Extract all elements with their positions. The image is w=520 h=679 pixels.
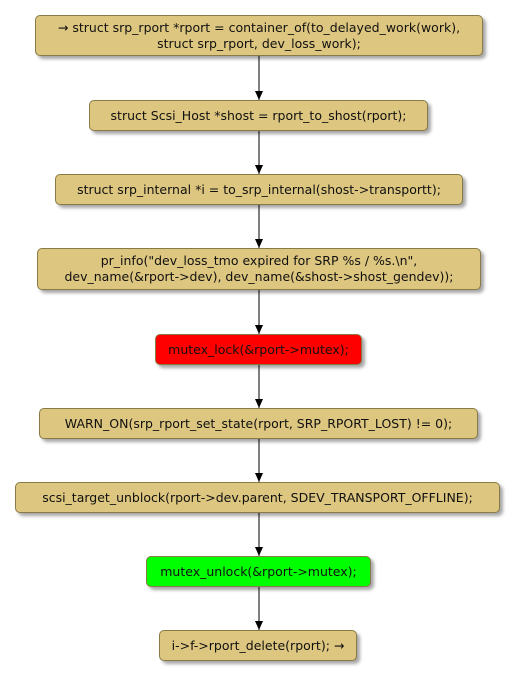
flow-node-9: i->f->rport_delete(rport); → [159,630,357,661]
flow-node-8: mutex_unlock(&rport->mutex); [146,556,371,587]
flow-node-1: → struct srp_rport *rport = container_of… [35,15,483,56]
flow-node-5: mutex_lock(&rport->mutex); [155,334,362,365]
flow-node-3: struct srp_internal *i = to_srp_internal… [55,174,463,205]
flow-node-7: scsi_target_unblock(rport->dev.parent, S… [15,482,500,513]
flow-node-4: pr_info("dev_loss_tmo expired for SRP %s… [37,248,481,290]
flow-node-6: WARN_ON(srp_rport_set_state(rport, SRP_R… [39,408,478,439]
flow-node-2: struct Scsi_Host *shost = rport_to_shost… [89,100,428,131]
